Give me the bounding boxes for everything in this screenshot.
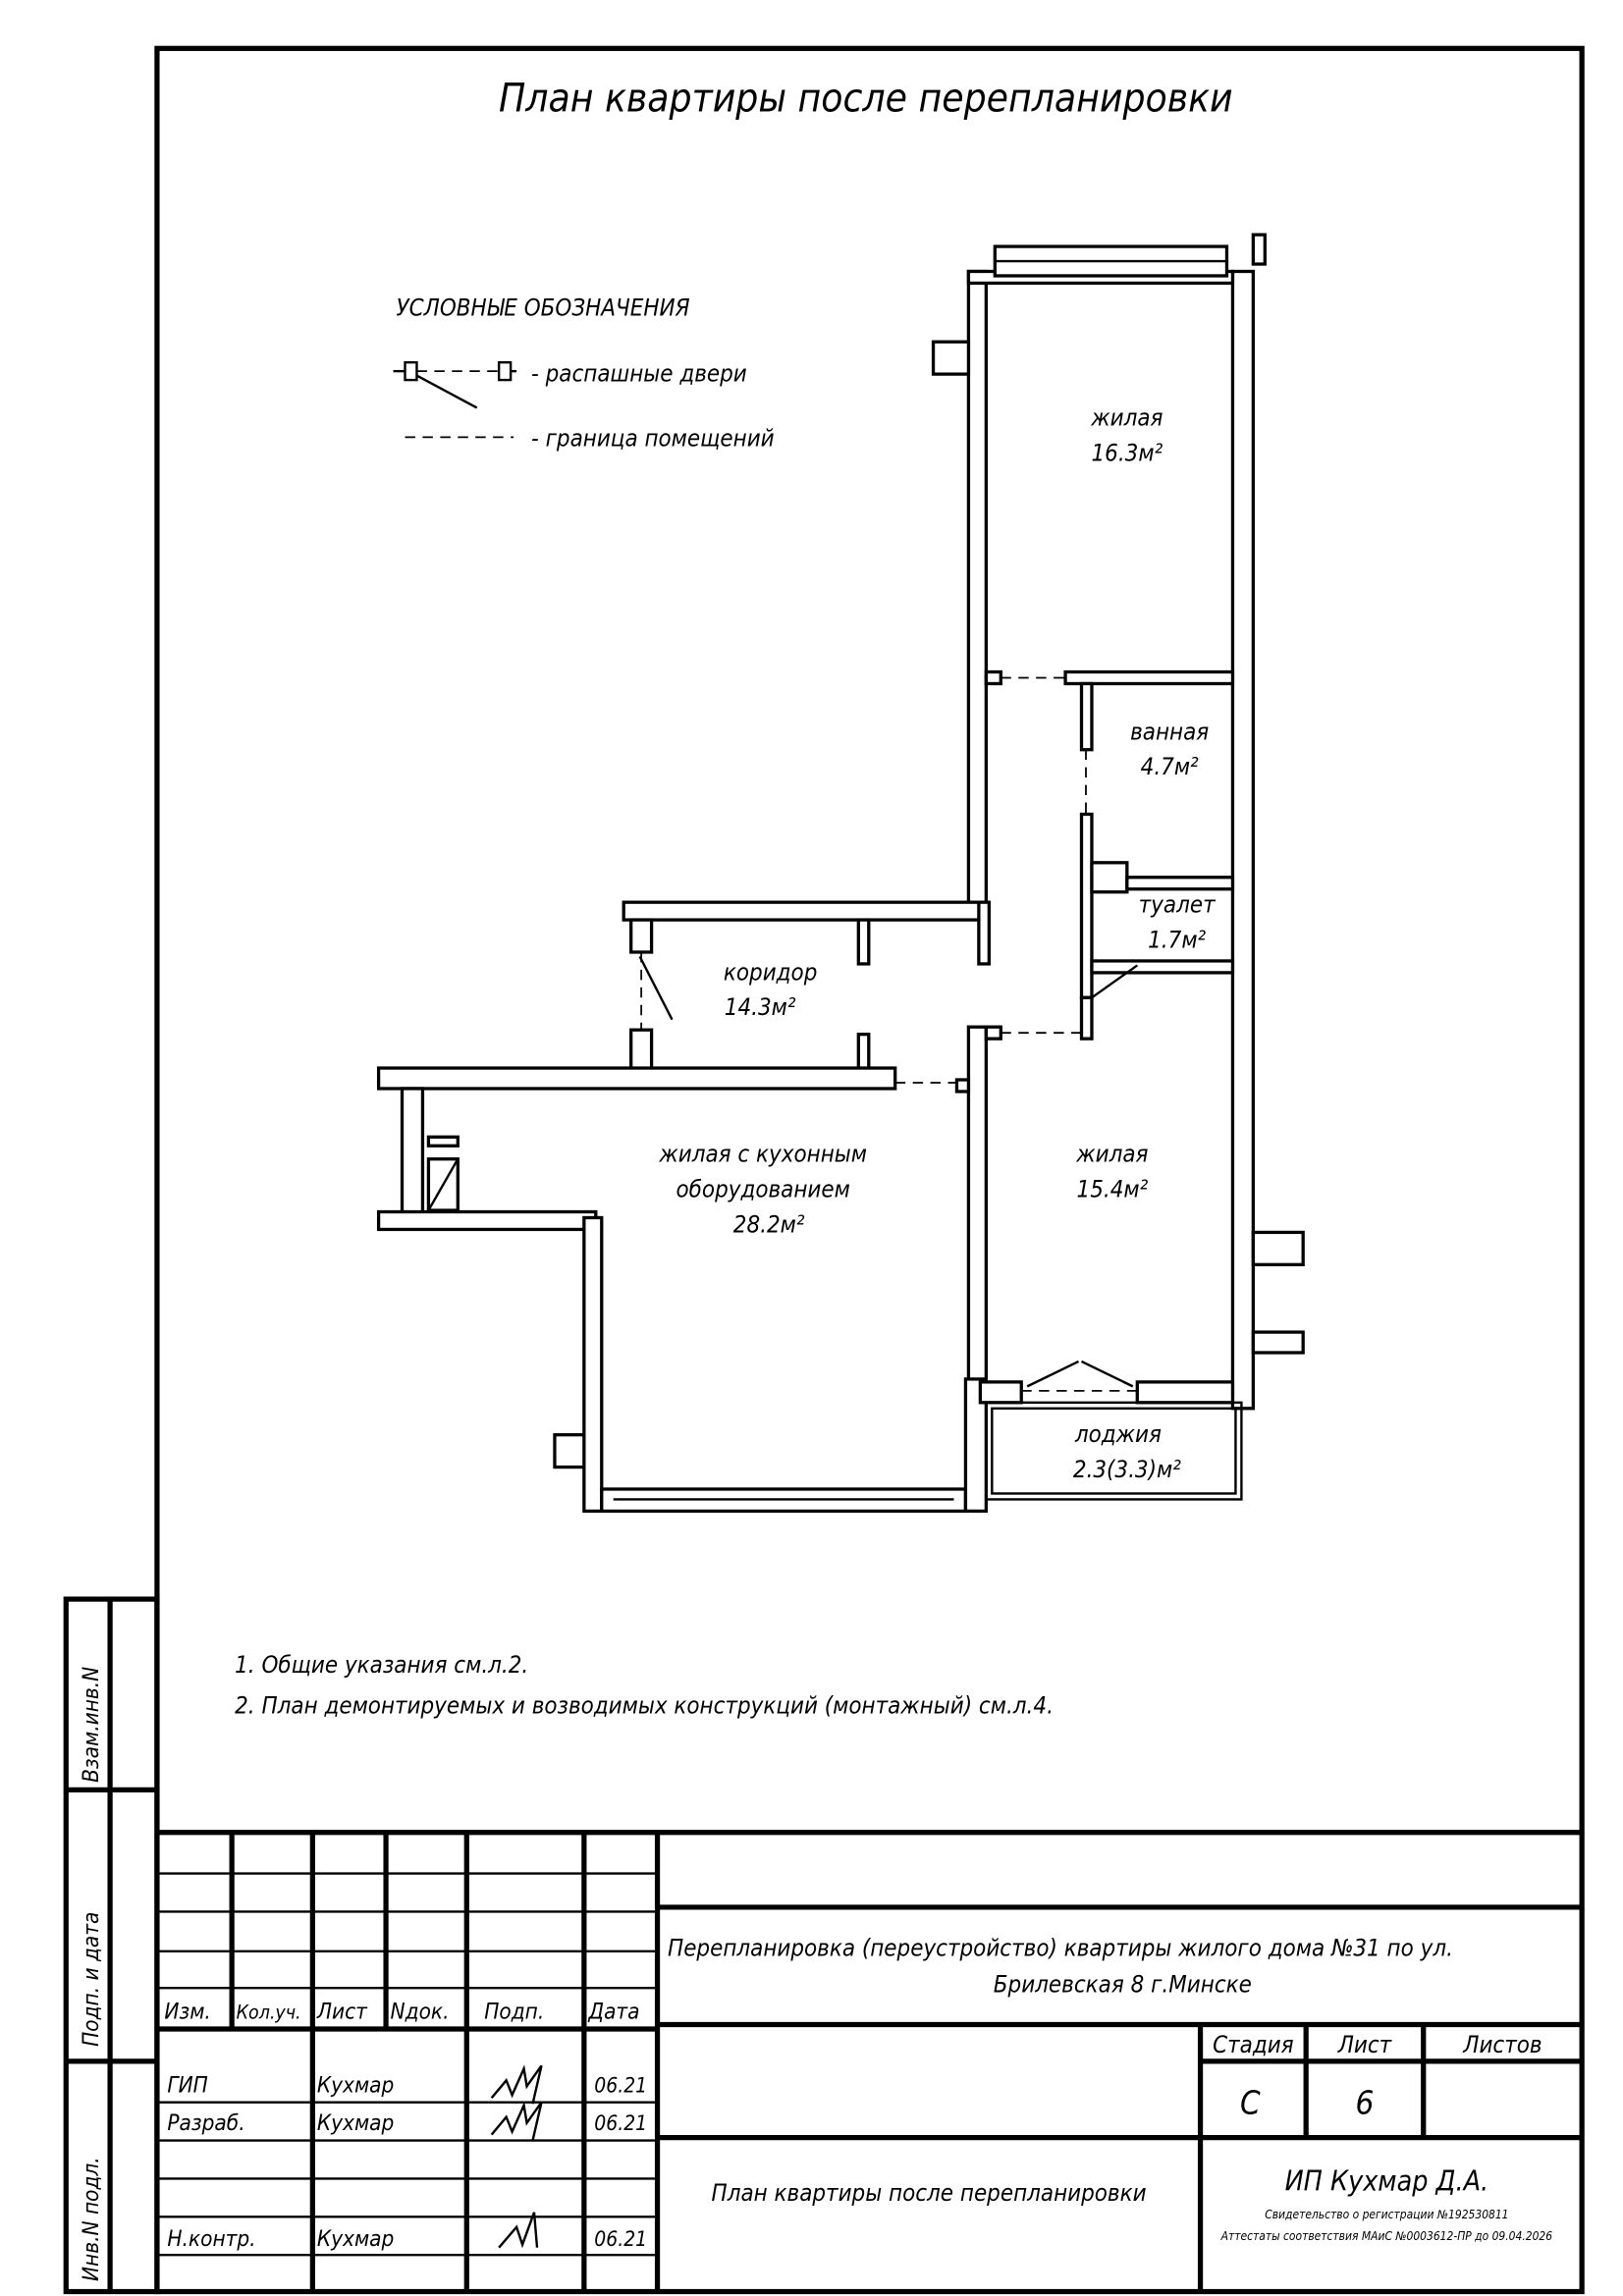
room-name: жилая	[1090, 403, 1163, 431]
project-title-line2: Брилевская 8 г.Минске	[994, 1971, 1252, 1999]
swing-door-icon	[393, 360, 517, 409]
header-cell: Nдок.	[391, 2000, 450, 2025]
person-name: Кухмар	[317, 2110, 395, 2136]
stamp-label: Подп. и дата	[79, 1912, 104, 2047]
room-area: 2.3(3.3)м²	[1073, 1456, 1181, 1483]
date: 06.21	[594, 2073, 647, 2097]
legend: УСЛОВНЫЕ ОБОЗНАЧЕНИЯ - распашные двери -…	[393, 294, 775, 452]
project-title-line1: Перепланировка (переустройство) квартиры…	[668, 1934, 1453, 1961]
room-name: туалет	[1139, 891, 1217, 919]
room-name: жилая	[1075, 1141, 1148, 1168]
date: 06.21	[594, 2111, 647, 2135]
note: 1. Общие указания см.л.2.	[235, 1651, 528, 1679]
sheet-value: 6	[1356, 2084, 1375, 2122]
legend-heading: УСЛОВНЫЕ ОБОЗНАЧЕНИЯ	[397, 294, 690, 321]
legend-doors-label: - распашные двери	[531, 360, 747, 388]
stamp-label: Взам.инв.N	[79, 1667, 104, 1783]
room-area: 1.7м²	[1148, 926, 1206, 953]
stage-label: Стадия	[1213, 2031, 1294, 2058]
room-area: 4.7м²	[1141, 753, 1199, 780]
room-name: жилая с кухонным	[658, 1141, 867, 1168]
registration: Свидетельство о регистрации №192530811	[1265, 2208, 1508, 2221]
room-area: 14.3м²	[725, 993, 796, 1021]
title-block: Изм. Кол.уч. Лист Nдок. Подп. Дата ГИП К…	[156, 1830, 1583, 2292]
company-name: ИП Кухмар Д.А.	[1285, 2164, 1489, 2197]
date: 06.21	[594, 2227, 647, 2251]
role: Н.контр.	[167, 2226, 255, 2252]
header-cell: Подп.	[484, 2000, 544, 2025]
header-cell: Лист	[316, 2000, 368, 2025]
role: Разраб.	[167, 2110, 244, 2136]
header-cell: Дата	[587, 2000, 639, 2025]
person-name: Кухмар	[317, 2226, 395, 2252]
floor-plan	[376, 233, 1305, 1514]
sheets-label: Листов	[1462, 2031, 1542, 2058]
person-name: Кухмар	[317, 2072, 395, 2098]
header-cell: Изм.	[164, 2000, 210, 2025]
header-cell: Кол.уч.	[237, 2002, 301, 2024]
sheet-label: Лист	[1337, 2031, 1393, 2058]
room-name: ванная	[1130, 718, 1209, 745]
room-name: оборудованием	[676, 1176, 850, 1203]
stamp-label: Инв.N подл.	[79, 2157, 104, 2281]
room-area: 28.2м²	[733, 1210, 805, 1238]
certificate: Аттестаты соответствия МАиС №0003612-ПР …	[1220, 2229, 1553, 2243]
room-area: 15.4м²	[1077, 1176, 1149, 1203]
sheet-title-cell: План квартиры после перепланировки	[712, 2179, 1147, 2207]
role: ГИП	[167, 2072, 207, 2098]
room-name: лоджия	[1074, 1420, 1162, 1448]
room-name: коридор	[724, 958, 817, 986]
stage-value: С	[1240, 2084, 1261, 2122]
signature	[490, 2064, 543, 2249]
legend-boundary-label: - граница помещений	[531, 424, 775, 452]
note: 2. План демонтируемых и возводимых конст…	[235, 1692, 1054, 1720]
sheet-frame	[154, 45, 1585, 2295]
room-area: 16.3м²	[1091, 439, 1163, 466]
sheet-title: План квартиры после перепланировки	[499, 76, 1233, 122]
side-stamp: Взам.инв.N Подп. и дата Инв.N подл.	[63, 1596, 160, 2295]
